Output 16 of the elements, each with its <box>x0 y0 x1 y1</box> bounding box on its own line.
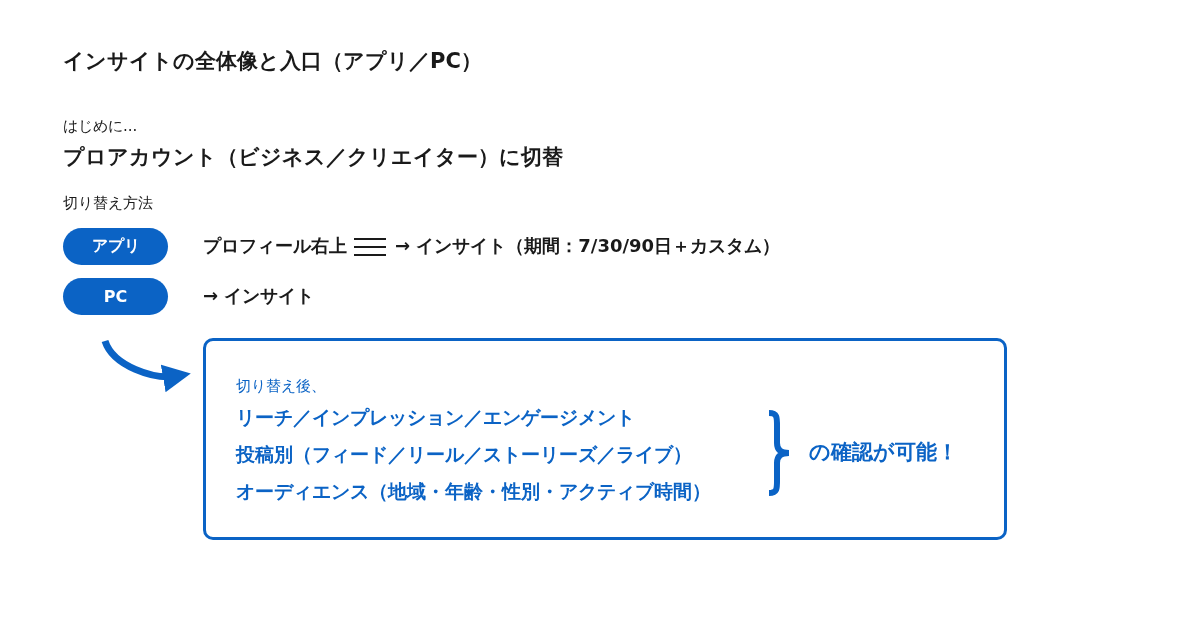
subheading: 切り替え方法 <box>63 194 153 212</box>
list-item: 投稿別（フィード／リール／ストーリーズ／ライブ） <box>236 443 692 466</box>
intro-text: 切り替え後、 <box>236 377 326 395</box>
intro-text: はじめに... <box>63 117 138 135</box>
pill-label: PC <box>63 278 168 315</box>
curved-arrow <box>101 339 191 392</box>
step-text: → インサイト（期間：7/30/90日＋カスタム） <box>395 235 781 257</box>
conclusion-text: の確認が可能！ <box>809 440 958 466</box>
pill-label: アプリ <box>63 228 168 265</box>
list-item: リーチ／インプレッション／エンゲージメント <box>236 406 635 429</box>
list-item: オーディエンス（地域・年齢・性別・アクティブ時間） <box>236 480 711 503</box>
title: インサイトの全体像と入口（アプリ／PC） <box>63 49 482 75</box>
heading: プロアカウント（ビジネス／クリエイター）に切替 <box>63 145 563 171</box>
result-box <box>203 338 1007 540</box>
step-text: → インサイト <box>203 285 315 307</box>
step-text: プロフィール右上 <box>203 235 347 257</box>
